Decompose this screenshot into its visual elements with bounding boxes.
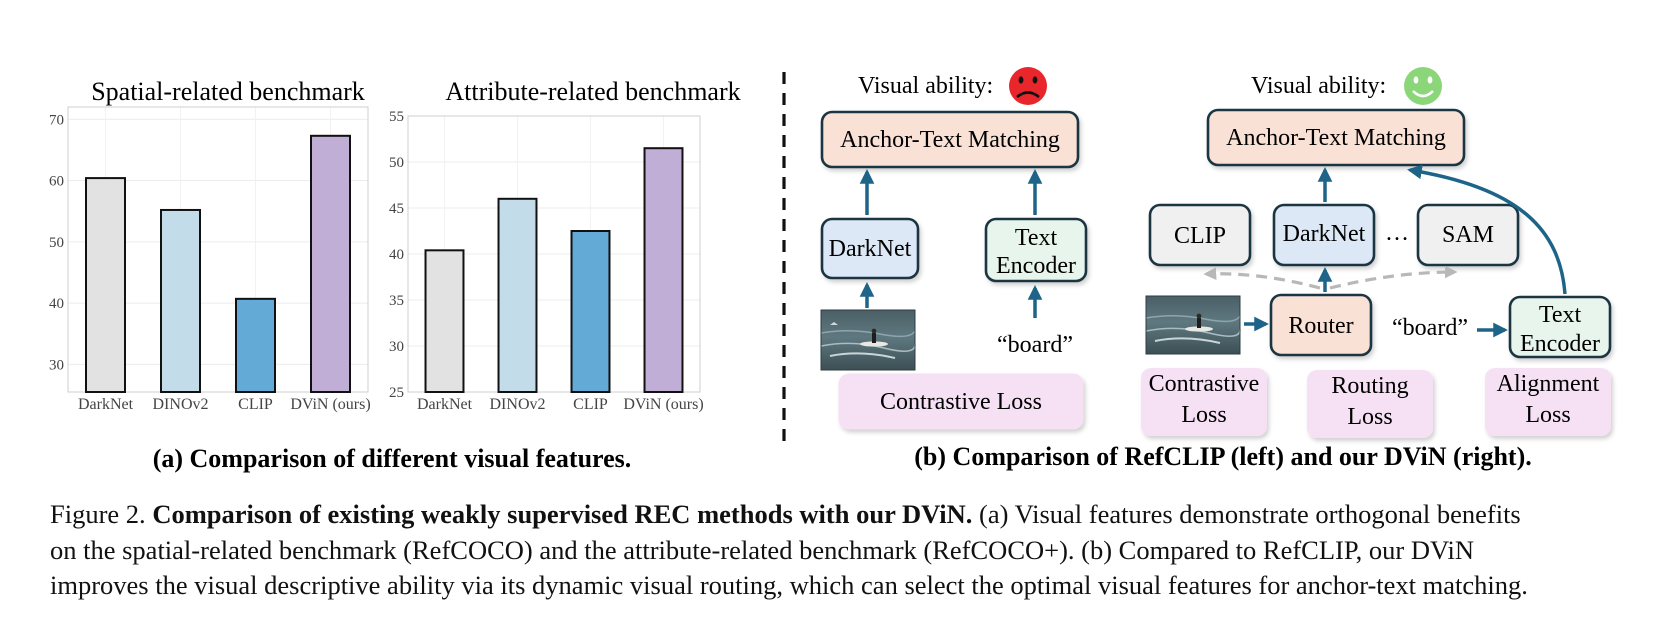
contrastive-loss-box (838, 373, 1084, 430)
y-tick-label: 50 (389, 155, 404, 171)
chart-title: Attribute-related benchmark (445, 77, 740, 106)
figure-canvas: Spatial-related benchmark 30 40 50 60 70Dark… (49, 67, 1612, 473)
y-tick-label: 25 (389, 385, 404, 401)
darknet-label: DarkNet (1283, 221, 1366, 247)
bar-dvin-ours (310, 134, 351, 393)
bar-darknet (424, 249, 465, 393)
chart-spatial: Spatial-related benchmark 30 40 50 60 70Dark… (49, 77, 371, 413)
text-encoder-box (1508, 295, 1612, 359)
input-image (1145, 295, 1241, 355)
clip-box (1148, 203, 1252, 267)
x-tick-label: CLIP (238, 396, 273, 413)
bar-clip (235, 297, 276, 394)
y-tick-label: 40 (49, 296, 64, 312)
x-tick-label: DarkNet (78, 396, 134, 413)
route-arrow-clip (1203, 267, 1321, 290)
x-tick-label: DINOv2 (490, 396, 546, 413)
y-tick-label: 45 (389, 201, 404, 217)
chart-attribute: Attribute-related benchmark 25 30 35 40 45 50… (389, 77, 741, 413)
darknet-box (1272, 203, 1376, 267)
visual-ability-label: Visual ability: (858, 73, 993, 99)
bar-dvin-ours (643, 147, 684, 393)
bar-clip (570, 230, 611, 393)
caption-bold-title: Comparison of existing weakly supervised… (152, 499, 973, 529)
y-tick-label: 30 (49, 357, 64, 373)
arrow-encoder-to-matching (1407, 164, 1567, 295)
alignment-loss-line1: Alignment (1497, 371, 1600, 397)
bar-dinov2 (160, 208, 201, 393)
contrastive-loss-label: Contrastive Loss (880, 389, 1042, 415)
text-encoder-line1: Text (1015, 225, 1058, 251)
sam-box (1416, 203, 1520, 267)
happy-face-icon (1404, 67, 1442, 105)
chart-title: Spatial-related benchmark (91, 77, 365, 106)
word-board: “board” (1392, 315, 1468, 341)
y-tick-label: 50 (49, 235, 64, 251)
refclip-diagram: Visual ability: Anchor-Text Matching Dar… (820, 67, 1088, 430)
anchor-text-matching-label: Anchor-Text Matching (1226, 125, 1446, 151)
text-encoder-line2: Encoder (996, 253, 1076, 279)
alignment-loss-box (1485, 368, 1611, 436)
caption-line3: improves the visual descriptive ability … (50, 570, 1528, 600)
ellipsis: … (1385, 220, 1409, 246)
input-image (820, 309, 916, 371)
bar-darknet (85, 177, 126, 393)
x-tick-label: DViN (ours) (290, 396, 370, 413)
text-encoder-box (984, 217, 1088, 283)
caption-line2: on the spatial-related benchmark (RefCOC… (50, 534, 1475, 565)
text-encoder-line1: Text (1539, 302, 1582, 328)
contrastive-loss-line1: Contrastive (1149, 371, 1260, 397)
y-tick-label: 30 (389, 339, 404, 355)
x-tick-label: CLIP (573, 396, 608, 413)
bar-dinov2 (497, 197, 538, 393)
panel-a-caption: (a) Comparison of different visual featu… (153, 444, 632, 473)
text-encoder-line2: Encoder (1520, 331, 1600, 357)
darknet-label: DarkNet (829, 236, 912, 262)
anchor-text-matching-box (820, 110, 1080, 169)
visual-ability-label: Visual ability: (1251, 73, 1386, 99)
router-box (1269, 293, 1373, 357)
x-tick-label: DINOv2 (153, 396, 209, 413)
contrastive-loss-box (1141, 368, 1267, 436)
y-tick-label: 40 (389, 247, 404, 263)
plot-frame (407, 115, 701, 393)
sam-label: SAM (1442, 222, 1494, 248)
clip-label: CLIP (1174, 223, 1226, 249)
word-board: “board” (997, 332, 1073, 358)
routing-loss-line2: Loss (1347, 404, 1392, 430)
dvin-diagram: Visual ability: Anchor-Text Matching CLI… (1141, 67, 1612, 438)
x-tick-label: DarkNet (417, 396, 473, 413)
router-label: Router (1288, 313, 1353, 339)
y-tick-label: 55 (389, 109, 404, 125)
anchor-text-matching-label: Anchor-Text Matching (840, 127, 1060, 153)
alignment-loss-line2: Loss (1525, 402, 1570, 428)
x-tick-label: DViN (ours) (623, 396, 703, 413)
panel-b-caption: (b) Comparison of RefCLIP (left) and our… (914, 442, 1531, 471)
y-tick-label: 70 (49, 112, 64, 128)
anchor-text-matching-box (1206, 108, 1466, 167)
plot-frame (67, 106, 369, 393)
y-tick-label: 60 (49, 174, 64, 190)
darknet-box (820, 217, 920, 280)
route-arrow-sam (1329, 265, 1458, 290)
routing-loss-line1: Routing (1331, 373, 1408, 399)
contrastive-loss-line2: Loss (1181, 402, 1226, 428)
caption-line1: (a) Visual features demonstrate orthogon… (979, 499, 1521, 529)
sad-face-icon (1009, 67, 1047, 105)
y-tick-label: 35 (389, 293, 404, 309)
routing-loss-box (1307, 370, 1433, 438)
figure-caption: Figure 2. Comparison of existing weakly … (50, 497, 1640, 604)
figure-label: Figure 2. (50, 499, 146, 529)
